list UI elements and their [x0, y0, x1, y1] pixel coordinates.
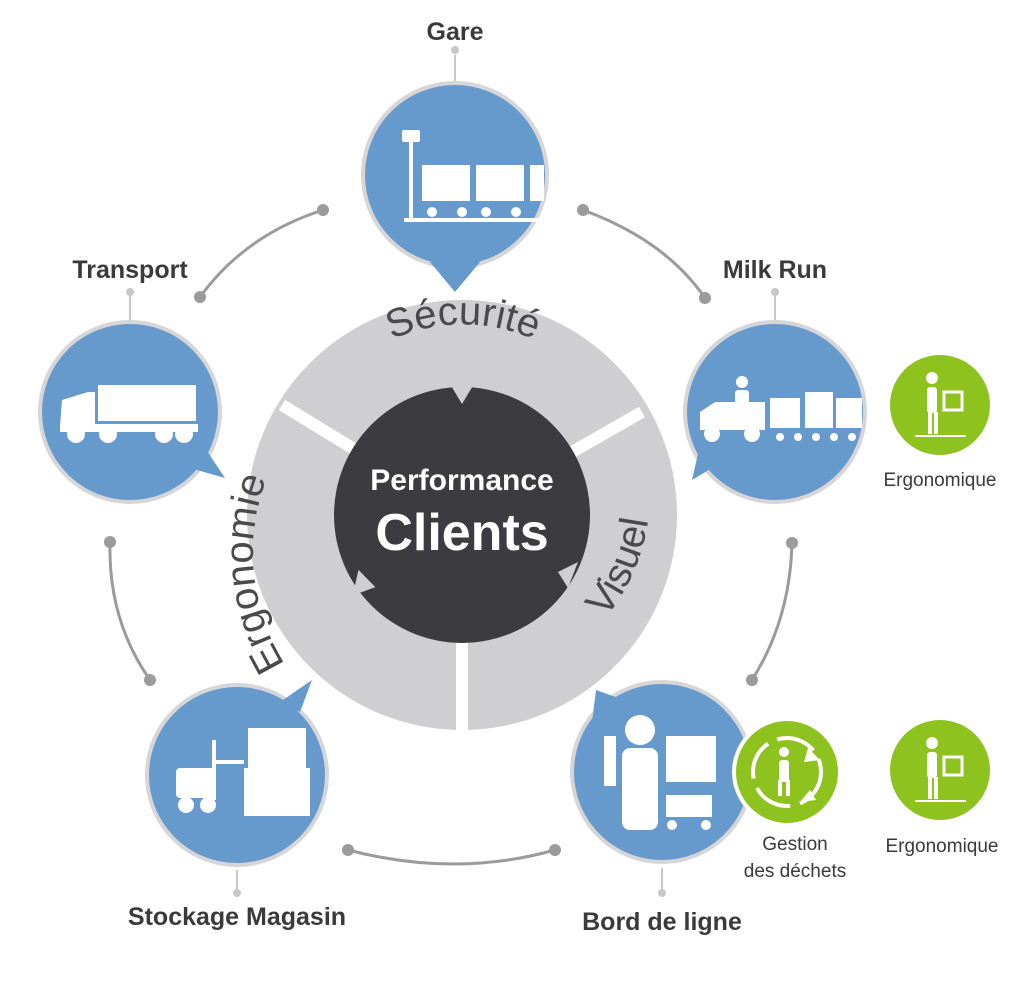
node-transport: Transport — [38, 256, 225, 504]
badge-label-ergo-top: Ergonomique — [883, 470, 996, 491]
center-title: Performance — [370, 464, 553, 497]
arc-milkrun-bord — [750, 542, 794, 681]
node-bord-de-ligne: Bord de ligne — [570, 680, 754, 936]
worker-box-icon — [915, 372, 966, 437]
node-label-bord: Bord de ligne — [582, 908, 742, 936]
arrow-top — [450, 384, 474, 404]
badge-ergonomique-top: Ergonomique — [883, 355, 997, 491]
arc-bord-stockage — [347, 848, 556, 866]
arc-transport-gare — [198, 208, 324, 298]
arrow-right — [558, 562, 578, 588]
workstation-icon — [604, 715, 716, 830]
node-milk-run: Milk Run — [683, 256, 867, 504]
node-label-gare: Gare — [427, 18, 484, 46]
node-stockage-magasin: Stockage Magasin — [128, 680, 346, 931]
worker-box-icon — [915, 737, 966, 802]
badge-label-dechets-1: Gestion — [762, 834, 827, 855]
badge-label-ergo-bottom: Ergonomique — [885, 836, 998, 857]
ring — [247, 300, 677, 740]
node-label-transport: Transport — [72, 256, 188, 284]
milk-run-tractor-icon — [700, 376, 862, 442]
center-subtitle: Clients — [375, 504, 548, 562]
forklift-icon — [176, 728, 310, 816]
recycling-icon — [751, 736, 823, 808]
arc-gare-milkrun — [582, 208, 707, 299]
badge-label-dechets-2: des déchets — [744, 861, 846, 882]
truck-icon — [60, 385, 198, 443]
connector-arcs — [104, 204, 798, 866]
badge-gestion-dechets: Gestion des déchets — [732, 717, 846, 882]
center-disc — [334, 387, 590, 643]
node-label-milk-run: Milk Run — [723, 256, 827, 284]
badge-ergonomique-bottom: Ergonomique — [885, 720, 999, 857]
arc-stockage-transport — [108, 541, 152, 681]
train-station-icon — [402, 130, 544, 222]
node-gare: Gare — [361, 18, 549, 292]
node-label-stockage: Stockage Magasin — [128, 903, 346, 931]
arrow-left — [352, 569, 376, 596]
